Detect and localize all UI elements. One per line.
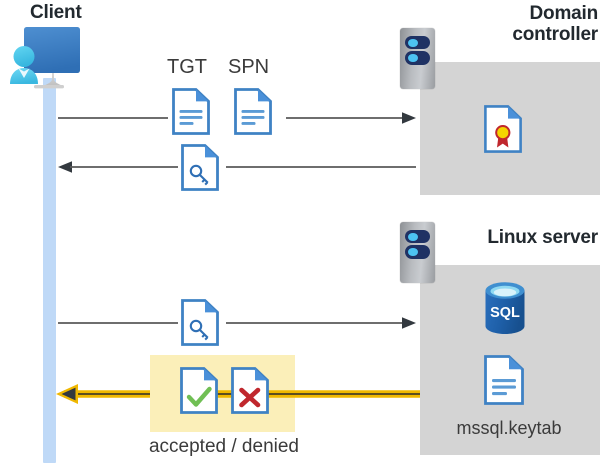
sql-database-icon: SQL	[484, 281, 526, 335]
document-icon-tgt	[172, 88, 210, 135]
page-title-domain-controller: Domain controller	[420, 3, 598, 46]
server-rack-icon-dc	[400, 28, 435, 89]
document-icon-spn	[234, 88, 272, 135]
svg-text:SQL: SQL	[490, 305, 520, 321]
tgt-label: TGT	[167, 56, 207, 78]
keytab-label: mssql.keytab	[456, 418, 562, 438]
document-check-icon-accepted	[180, 367, 218, 414]
flow-client-to-linux-arrow	[58, 315, 416, 331]
client-lifeline	[43, 78, 56, 463]
document-x-icon-denied	[231, 367, 269, 414]
server-rack-icon-linux	[400, 222, 435, 283]
document-certificate-icon	[484, 105, 522, 153]
document-icon-keytab	[484, 355, 524, 405]
domain-controller-title-line1: Domain	[529, 3, 599, 24]
client-icon	[6, 26, 98, 92]
spn-label: SPN	[228, 56, 270, 78]
flow-dc-to-client-arrow	[58, 159, 416, 175]
page-title-client: Client	[30, 2, 82, 23]
page-title-linux-server: Linux server	[487, 227, 598, 248]
flow-client-to-dc-arrow	[58, 110, 416, 126]
domain-controller-title-line2: controller	[512, 24, 598, 46]
document-key-icon-ticket	[181, 144, 219, 191]
document-key-icon-session	[181, 299, 219, 346]
accepted-denied-label: accepted / denied	[148, 436, 299, 457]
